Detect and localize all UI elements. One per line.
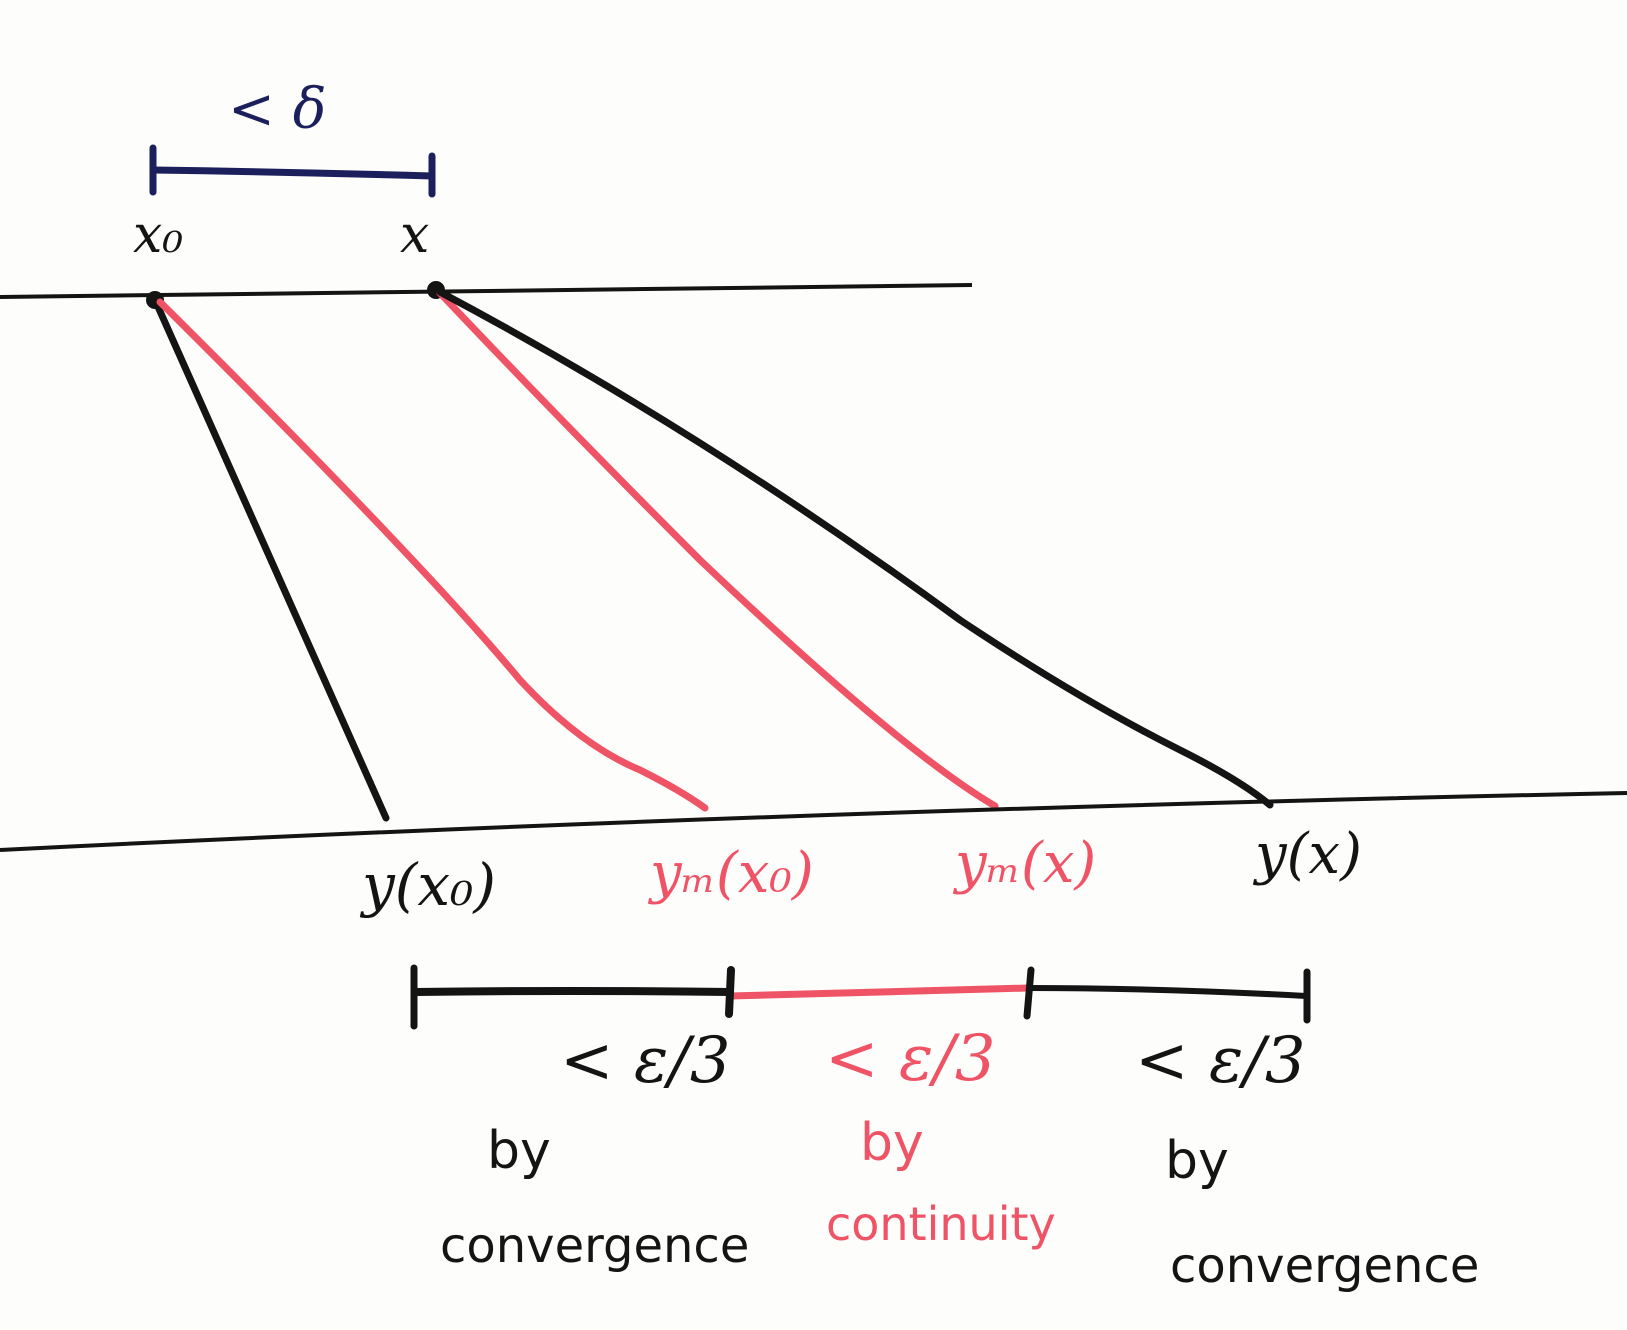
top-axis-line	[0, 283, 973, 299]
x-label: x	[400, 205, 429, 265]
delta-bracket: < δ	[149, 77, 436, 198]
epsilon-segments	[410, 964, 1311, 1030]
segment-3-reason-line2: convergence	[1170, 1238, 1479, 1294]
map-line-x-to-ym-x	[436, 289, 999, 810]
ym-x0-label: yₘ(x₀)	[647, 841, 814, 906]
segment-2-reason-line2: continuity	[826, 1197, 1056, 1251]
segment-3-line	[1027, 985, 1307, 999]
segment-tick-mid-1	[725, 966, 735, 1018]
segment-3-reason-line1: by	[1165, 1131, 1229, 1191]
segment-1-line	[414, 987, 731, 996]
segment-2-bound: < ε/3	[825, 1022, 996, 1096]
y-x0-label: y(x₀)	[359, 851, 496, 919]
segment-2-reason-line1: by	[860, 1113, 924, 1173]
map-line-x-to-y-x	[436, 288, 1274, 809]
delta-bracket-label: < δ	[228, 77, 326, 142]
segment-3-bound: < ε/3	[1135, 1024, 1306, 1098]
y-x-label: y(x)	[1252, 822, 1362, 887]
segment-2-line	[729, 984, 1029, 1000]
bottom-axis-line	[0, 791, 1627, 852]
map-line-x0-to-ym-x0	[156, 298, 709, 812]
x0-label: x₀	[133, 205, 183, 265]
segment-1-reason-line1: by	[487, 1121, 551, 1181]
segment-1-bound: < ε/3	[560, 1024, 731, 1098]
ym-x-label: yₘ(x)	[952, 831, 1096, 896]
segment-tick-mid-2	[1023, 966, 1035, 1020]
segment-1-reason-line2: convergence	[440, 1218, 749, 1274]
map-line-x0-to-y-x0	[151, 296, 390, 822]
